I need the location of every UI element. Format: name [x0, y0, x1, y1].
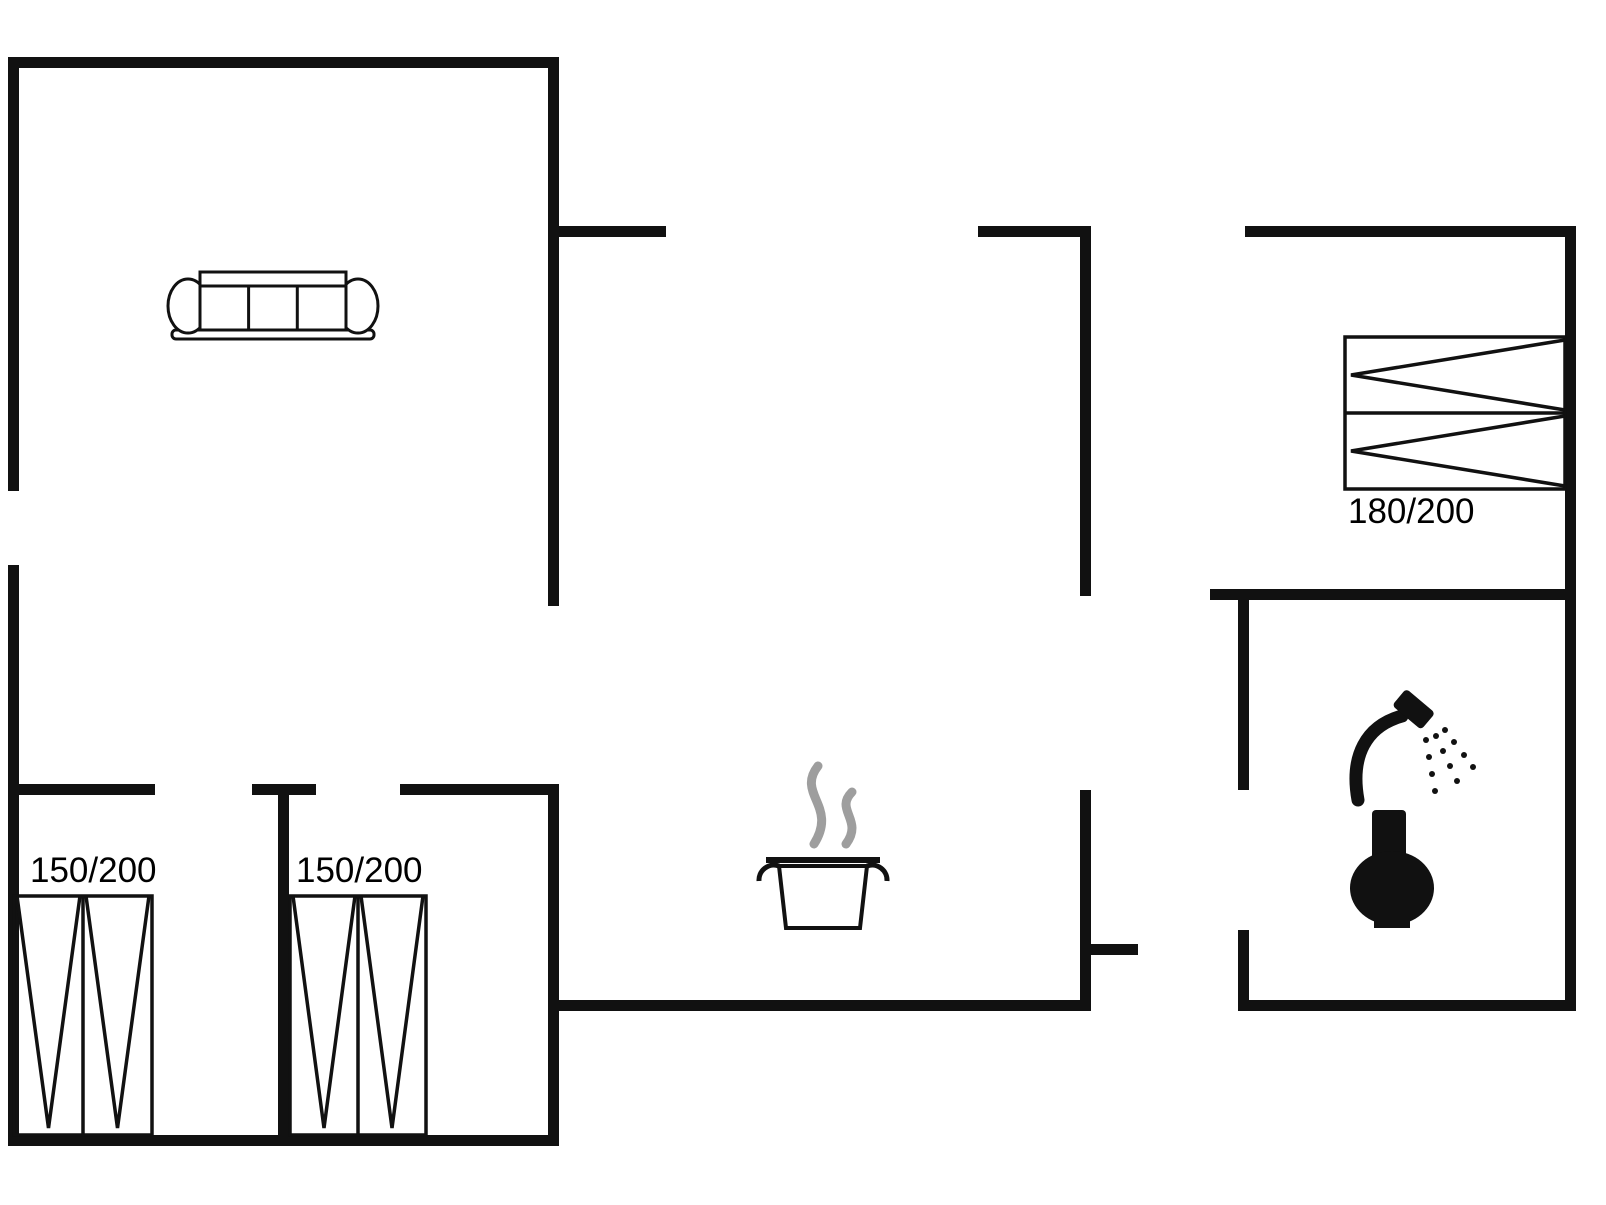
toilet-icon — [1350, 810, 1434, 928]
wall-bath-left-lower — [1238, 930, 1249, 1011]
double-bed-icon — [12, 894, 154, 1137]
double-bed-icon — [1343, 335, 1567, 491]
wall-top-b — [978, 226, 1088, 237]
wall-bottom-bath — [1238, 1000, 1576, 1011]
wall-left-upper — [8, 57, 19, 491]
wall-top-a — [548, 226, 666, 237]
wall-hall-left-upper — [1080, 226, 1091, 596]
bed-size-label: 150/200 — [296, 851, 423, 890]
wall-bedrooms-divider — [278, 784, 289, 1146]
double-bed-icon — [288, 894, 428, 1137]
cooking-pot-icon — [756, 857, 890, 930]
wall-bath-left-upper — [1238, 589, 1249, 790]
wall-right — [1565, 226, 1576, 1011]
bed-size-label: 180/200 — [1348, 492, 1475, 531]
wall-entrance-stub — [1085, 944, 1138, 955]
bed-size-label: 150/200 — [30, 851, 157, 890]
wall-top-living — [8, 57, 559, 68]
wall-living-right — [548, 57, 559, 606]
walls — [8, 57, 1576, 1146]
wall-left-lower — [8, 565, 19, 1146]
sofa-icon — [166, 270, 380, 341]
wall-top-c — [1245, 226, 1576, 237]
wall-bedrooms-top-a — [8, 784, 155, 795]
wall-bedrooms-top-c — [400, 784, 559, 795]
wall-bottom-kitchen — [548, 1000, 1091, 1011]
shower-icon — [1349, 690, 1476, 807]
steam-icon — [806, 761, 857, 849]
wall-bedrooms-right — [548, 784, 559, 1146]
wall-hall-left-lower — [1080, 790, 1091, 1011]
wall-bedbath-divider — [1210, 589, 1576, 600]
